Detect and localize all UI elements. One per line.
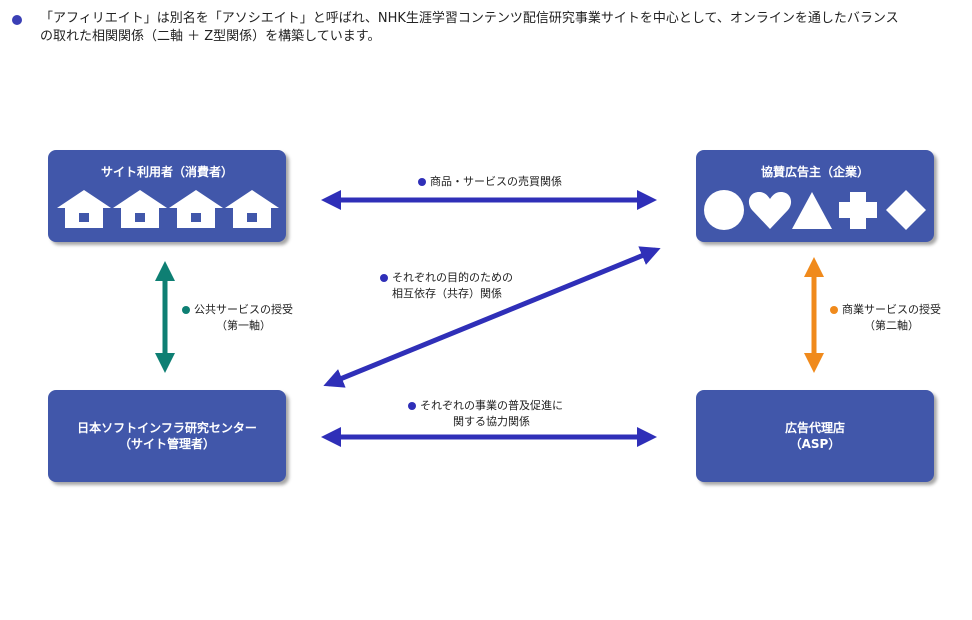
promotion-label-line1: それぞれの事業の普及促進に	[420, 399, 563, 412]
bullet-icon	[418, 178, 426, 186]
house-icon	[57, 190, 111, 228]
mutual-arrow	[323, 246, 661, 388]
public-label-line1: 公共サービスの授受	[194, 303, 293, 316]
center-subtitle: （サイト管理者）	[118, 437, 215, 451]
diamond-icon	[886, 190, 926, 230]
bullet-icon	[380, 274, 388, 282]
agency-title: 広告代理店	[784, 421, 845, 435]
mutual-label-line2: 相互依存（共存）関係	[392, 287, 502, 300]
public-label-line2: （第一軸）	[216, 319, 271, 332]
commercial-label-line1: 商業サービスの授受	[842, 303, 941, 316]
triangle-icon	[792, 192, 832, 229]
houses-row	[57, 190, 279, 228]
center-title: 日本ソフトインフラ研究センター	[77, 421, 257, 435]
bullet-icon	[182, 306, 190, 314]
circle-icon	[704, 190, 744, 230]
heart-icon	[748, 192, 792, 229]
promotion-label: それぞれの事業の普及促進に 関する協力関係	[408, 398, 563, 430]
intro-line-2: の取れた相関関係（二軸 ＋ Z型関係）を構築しています。	[40, 29, 381, 44]
cross-icon	[839, 192, 877, 229]
users-box: サイト利用者（消費者）	[48, 150, 286, 242]
sponsors-title: 協賛広告主（企業）	[760, 165, 869, 179]
sales-label: 商品・サービスの売買関係	[418, 174, 562, 190]
bullet-icon	[12, 15, 22, 25]
public-label: 公共サービスの授受 （第一軸）	[182, 302, 293, 334]
sponsors-box: 協賛広告主（企業）	[696, 150, 934, 242]
mutual-label-line1: それぞれの目的のための	[392, 271, 513, 284]
intro-line-1: 「アフィリエイト」は別名を「アソシエイト」と呼ばれ、NHK生涯学習コンテンツ配信…	[40, 11, 899, 26]
bullet-icon	[408, 402, 416, 410]
commercial-label: 商業サービスの授受 （第二軸）	[830, 302, 941, 334]
center-box: 日本ソフトインフラ研究センター （サイト管理者）	[48, 390, 286, 482]
promotion-label-line2: 関する協力関係	[453, 415, 530, 428]
house-icon	[225, 190, 279, 228]
agency-subtitle: （ASP）	[789, 437, 841, 451]
users-title: サイト利用者（消費者）	[100, 165, 233, 179]
commercial-label-line2: （第二軸）	[864, 319, 919, 332]
house-icon	[169, 190, 223, 228]
mutual-label: それぞれの目的のための 相互依存（共存）関係	[380, 270, 513, 302]
agency-box: 広告代理店 （ASP）	[696, 390, 934, 482]
shapes-row	[704, 190, 926, 230]
house-icon	[113, 190, 167, 228]
bullet-icon	[830, 306, 838, 314]
sales-label-text: 商品・サービスの売買関係	[430, 175, 562, 188]
